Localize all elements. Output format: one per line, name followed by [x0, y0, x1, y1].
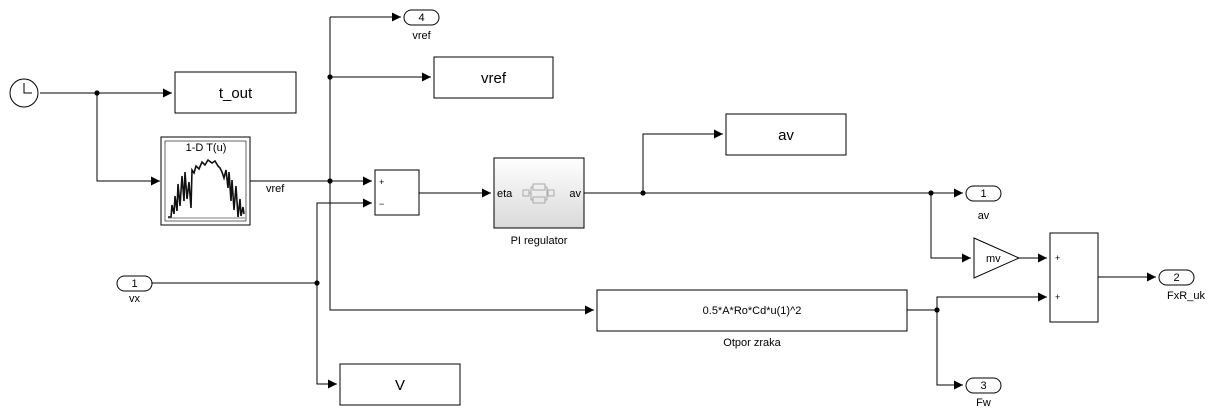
wire-vx-to-V[interactable]: [316, 283, 337, 389]
wire-vref-to-fcn[interactable]: [329, 181, 594, 315]
sum-frame: [1049, 232, 1099, 323]
fcn-name: Otpor zraka: [723, 337, 781, 349]
sum-sign-plus: +: [1055, 253, 1060, 263]
outport-fw[interactable]: 3 Fw: [965, 377, 1002, 409]
pi-regulator-block[interactable]: eta av PI regulator: [493, 157, 585, 247]
port-number: 2: [1173, 272, 1179, 284]
to-workspace-vref[interactable]: vref: [433, 56, 554, 99]
to-workspace-v[interactable]: V: [339, 363, 461, 406]
port-shape: [965, 377, 1002, 394]
port-shape: [403, 9, 440, 26]
lookup-title: 1-D T(u): [186, 142, 227, 154]
port-shape: [116, 275, 153, 292]
sum-sign-plus: +: [1055, 292, 1060, 302]
gain-block[interactable]: mv: [973, 237, 1021, 279]
pi-port-out: av: [569, 188, 581, 200]
port-number: 1: [131, 278, 137, 290]
sum-frame: [374, 169, 420, 216]
pi-frame: [493, 157, 585, 229]
junction-dot: [928, 190, 934, 196]
gain-triangle: [973, 237, 1021, 279]
junction-dot: [94, 90, 100, 96]
wire-vx-to-sum[interactable]: [316, 198, 372, 283]
port-name: FxR_uk: [1167, 290, 1205, 302]
clock-block[interactable]: [9, 78, 39, 108]
junctions: [94, 74, 940, 313]
sum-sign-plus: +: [379, 177, 384, 187]
outport-av[interactable]: 1 av: [965, 185, 1002, 222]
block-label: t_out: [219, 85, 253, 102]
clock-hands: [23, 83, 32, 94]
subsystem-icon: [522, 183, 555, 204]
port-number: 4: [418, 12, 424, 24]
block-frame: [339, 363, 461, 406]
fcn-block[interactable]: 0.5*A*Ro*Cd*u(1)^2 Otpor zraka: [596, 289, 908, 349]
inport-vx[interactable]: 1 vx: [116, 275, 153, 305]
port-number: 3: [980, 380, 986, 392]
lookup-curve-icon: [168, 158, 245, 218]
port-number: 1: [980, 188, 986, 200]
pi-port-in: eta: [497, 188, 513, 200]
pi-regulator-name: PI regulator: [511, 235, 568, 247]
block-frame: [725, 113, 847, 156]
port-name: Fw: [976, 397, 991, 409]
wire-clock-to-lookup[interactable]: [96, 93, 160, 186]
block-label: V: [395, 377, 405, 394]
port-shape: [1158, 269, 1195, 286]
fcn-frame: [596, 289, 908, 332]
block-label: vref: [481, 70, 507, 87]
block-frame: [433, 56, 554, 99]
wire-av-to-display[interactable]: [642, 129, 723, 193]
outport-vref[interactable]: 4 vref: [403, 9, 440, 42]
wires: [40, 12, 1156, 390]
fcn-expression: 0.5*A*Ro*Cd*u(1)^2: [703, 305, 802, 317]
sum-sign-minus: −: [379, 199, 384, 209]
lookup-frame: [160, 136, 251, 226]
lookup-table-block[interactable]: 1-D T(u): [160, 136, 251, 226]
wire-av-to-gain[interactable]: [930, 193, 971, 263]
to-workspace-t_out[interactable]: t_out: [174, 71, 297, 114]
junction-dot: [314, 280, 320, 286]
block-label: av: [778, 127, 794, 144]
lookup-inner: [164, 140, 247, 222]
junction-dot: [640, 190, 646, 196]
wire-fcn-to-outport3[interactable]: [936, 310, 963, 390]
sum-block-2[interactable]: + +: [1049, 232, 1099, 323]
wire-fcn-to-sum2[interactable]: [936, 292, 1047, 310]
junction-dot: [327, 74, 333, 80]
signal-label-vref: vref: [266, 183, 285, 195]
port-shape: [965, 185, 1002, 202]
port-name: av: [978, 210, 990, 222]
junction-dot: [934, 307, 940, 313]
to-workspace-av[interactable]: av: [725, 113, 847, 156]
sum-block-1[interactable]: + −: [374, 169, 420, 216]
port-name: vx: [129, 293, 141, 305]
gain-label: mv: [986, 253, 1001, 265]
block-frame: [174, 71, 297, 114]
port-name: vref: [412, 30, 431, 42]
outport-fxr_uk[interactable]: 2 FxR_uk: [1158, 269, 1205, 302]
junction-dot: [327, 178, 333, 184]
